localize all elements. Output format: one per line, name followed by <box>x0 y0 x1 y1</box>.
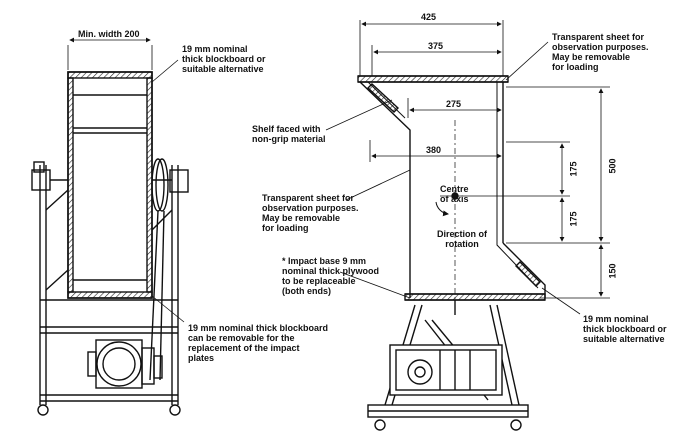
dim-425: 425 <box>421 12 437 22</box>
note-line: (both ends) <box>282 286 331 296</box>
dim-380: 380 <box>426 145 442 155</box>
centre-axis-label: Centre of axis <box>440 184 469 204</box>
note-line: rotation <box>445 239 479 249</box>
left-machine-view <box>31 37 189 416</box>
note-line: 19 mm nominal <box>583 314 649 324</box>
note-line: plates <box>188 353 215 363</box>
note-line: May be removable <box>262 213 341 223</box>
dim-375: 375 <box>428 41 444 51</box>
note-line: non-grip material <box>252 134 326 144</box>
note-line: can be removable for the <box>188 333 295 343</box>
shelf-note: Shelf faced with non-grip material <box>252 124 326 144</box>
direction-label: Direction of rotation <box>437 229 487 249</box>
note-line: nominal thick plywood <box>282 266 380 276</box>
note-line: Centre <box>440 184 469 194</box>
note-line: 19 mm nominal <box>182 44 248 54</box>
note-line: to be replaceable <box>282 276 356 286</box>
note-line: observation purposes. <box>552 42 649 52</box>
note-line: for loading <box>552 62 599 72</box>
note-line: of axis <box>440 194 469 204</box>
note-line: May be removable <box>552 52 631 62</box>
blockboard-bottom-note: 19 mm nominal thick blockboard can be re… <box>188 323 328 363</box>
transparent-sheet-left-note: Transparent sheet for observation purpos… <box>262 193 359 233</box>
note-line: 19 mm nominal thick blockboard <box>188 323 329 333</box>
blockboard-right-note: 19 mm nominal thick blockboard or suitab… <box>583 314 667 344</box>
note-line: * Impact base 9 mm <box>282 256 367 266</box>
note-line: for loading <box>262 223 309 233</box>
note-line: thick blockboard or <box>182 54 266 64</box>
dim-275: 275 <box>446 99 462 109</box>
note-line: Transparent sheet for <box>552 32 645 42</box>
note-line: thick blockboard or <box>583 324 667 334</box>
impact-base-note: * Impact base 9 mm nominal thick plywood… <box>282 256 379 296</box>
dim-175-bottom: 175 <box>568 211 579 227</box>
right-machine-view <box>325 20 610 431</box>
note-line: suitable alternative <box>583 334 665 344</box>
transparent-sheet-top-note: Transparent sheet for observation purpos… <box>552 32 649 72</box>
dim-500: 500 <box>607 158 618 174</box>
note-line: suitable alternative <box>182 64 264 74</box>
note-line: Shelf faced with <box>252 124 321 134</box>
min-width-label: Min. width 200 <box>78 29 140 39</box>
note-line: Transparent sheet for <box>262 193 355 203</box>
note-line: Direction of <box>437 229 488 239</box>
note-line: observation purposes. <box>262 203 359 213</box>
note-line: replacement of the impact <box>188 343 300 353</box>
dim-150: 150 <box>607 263 618 279</box>
blockboard-top-note: 19 mm nominal thick blockboard or suitab… <box>182 44 266 74</box>
dim-175-top: 175 <box>568 161 579 177</box>
